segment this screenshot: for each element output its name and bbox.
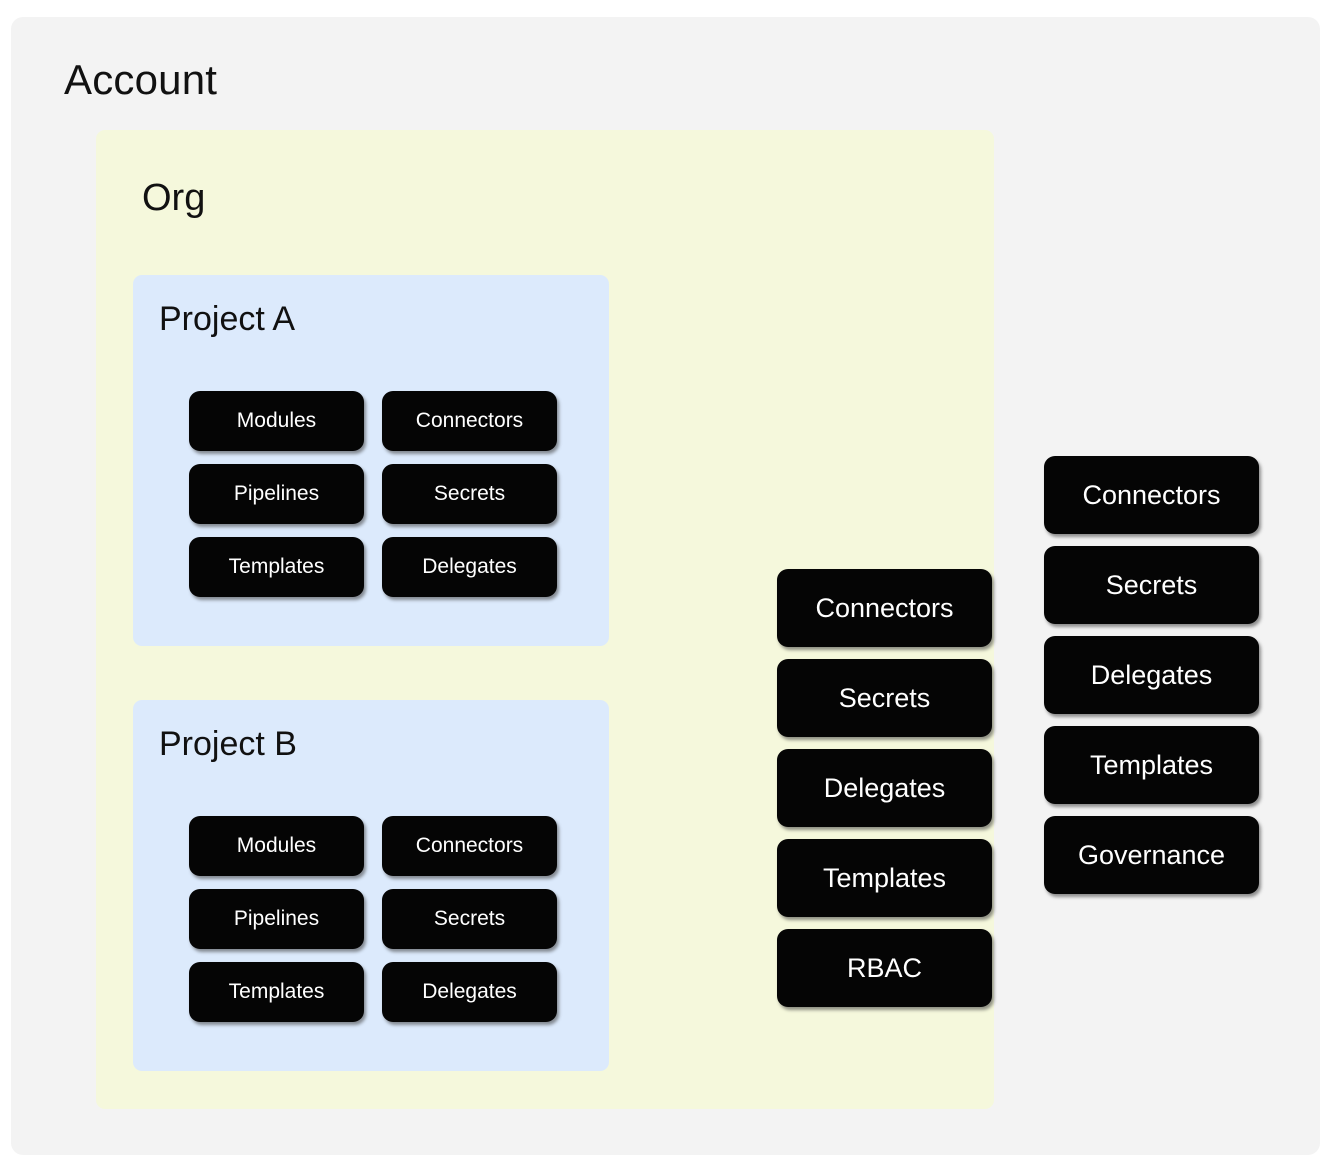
org-resource-column: Connectors Secrets Delegates Templates R…: [777, 569, 992, 1007]
account-resource-column: Connectors Secrets Delegates Templates G…: [1044, 456, 1259, 894]
resource-pill-delegates[interactable]: Delegates: [382, 537, 557, 597]
project-resource-grid-b: Modules Connectors Pipelines Secrets Tem…: [189, 816, 557, 1022]
project-scope-title-b: Project B: [159, 725, 297, 763]
project-resource-grid-a: Modules Connectors Pipelines Secrets Tem…: [189, 391, 557, 597]
resource-pill-templates[interactable]: Templates: [189, 962, 364, 1022]
resource-pill-governance[interactable]: Governance: [1044, 816, 1259, 894]
resource-pill-templates[interactable]: Templates: [1044, 726, 1259, 804]
resource-pill-rbac[interactable]: RBAC: [777, 929, 992, 1007]
resource-pill-connectors[interactable]: Connectors: [382, 816, 557, 876]
resource-pill-delegates[interactable]: Delegates: [1044, 636, 1259, 714]
resource-pill-pipelines[interactable]: Pipelines: [189, 889, 364, 949]
project-scope-container-b: Project B Modules Connectors Pipelines S…: [133, 700, 609, 1071]
resource-pill-connectors[interactable]: Connectors: [382, 391, 557, 451]
resource-pill-secrets[interactable]: Secrets: [777, 659, 992, 737]
resource-pill-secrets[interactable]: Secrets: [1044, 546, 1259, 624]
resource-pill-delegates[interactable]: Delegates: [382, 962, 557, 1022]
account-scope-title: Account: [64, 56, 218, 103]
resource-pill-connectors[interactable]: Connectors: [1044, 456, 1259, 534]
resource-pill-secrets[interactable]: Secrets: [382, 464, 557, 524]
resource-pill-templates[interactable]: Templates: [777, 839, 992, 917]
resource-pill-modules[interactable]: Modules: [189, 816, 364, 876]
org-scope-title: Org: [142, 177, 206, 219]
resource-pill-modules[interactable]: Modules: [189, 391, 364, 451]
resource-pill-templates[interactable]: Templates: [189, 537, 364, 597]
org-scope-container: Org Project A Modules Connectors Pipelin…: [96, 130, 994, 1109]
resource-pill-pipelines[interactable]: Pipelines: [189, 464, 364, 524]
project-scope-container-a: Project A Modules Connectors Pipelines S…: [133, 275, 609, 646]
resource-pill-secrets[interactable]: Secrets: [382, 889, 557, 949]
diagram-canvas: Account Org Project A Modules Connectors…: [11, 17, 1320, 1155]
project-scope-title-a: Project A: [159, 300, 296, 338]
resource-pill-delegates[interactable]: Delegates: [777, 749, 992, 827]
resource-pill-connectors[interactable]: Connectors: [777, 569, 992, 647]
